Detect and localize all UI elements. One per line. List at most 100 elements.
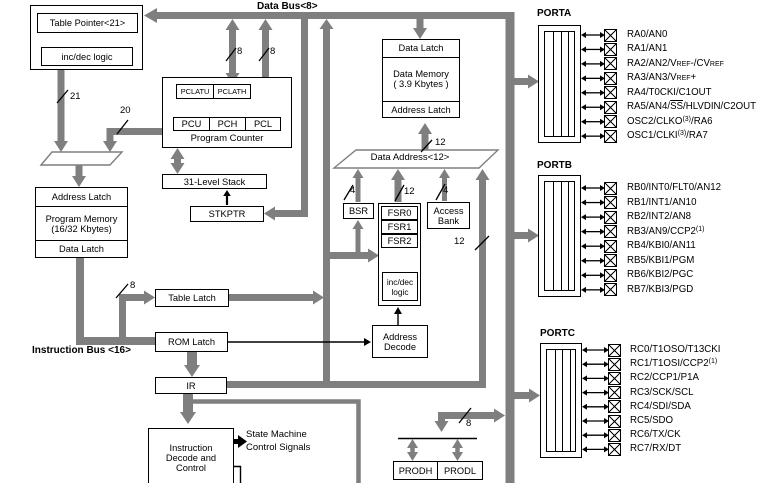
portc-pin-label-5: RC5/SDO bbox=[630, 415, 674, 426]
program-memory-mux bbox=[39, 151, 124, 166]
portb-pin-pad bbox=[604, 181, 617, 195]
porta-pin-arrow-2 bbox=[581, 60, 605, 67]
width-4-access-label: 4 bbox=[443, 185, 449, 196]
portc-register-line bbox=[562, 350, 564, 451]
prog-data-latch: Data Latch bbox=[36, 240, 127, 257]
portc-pin-arrow-2 bbox=[582, 375, 609, 382]
portb-pin-arrow-1 bbox=[581, 199, 605, 206]
portb-pin-pad bbox=[604, 268, 617, 282]
pclath-text: PCLATH bbox=[217, 86, 247, 96]
pclath-box: PCLATH bbox=[213, 84, 251, 99]
address-decode-box: Address Decode bbox=[372, 325, 428, 358]
width-12-ir-label: 12 bbox=[454, 236, 465, 247]
portc-pin-pad bbox=[608, 414, 621, 428]
fsr2-text: FSR2 bbox=[387, 236, 412, 246]
portb-pin-arrow-5 bbox=[581, 257, 605, 264]
portb-pin-label-1: RB1/INT1/AN10 bbox=[627, 196, 697, 208]
portb-pin-pad bbox=[604, 196, 617, 210]
instruction-decode-box: Instruction Decode and Control bbox=[148, 428, 234, 483]
porta-pin-label-2: RA2/AN2/VREF-/CVREF bbox=[627, 57, 724, 69]
porta-register-line bbox=[560, 32, 562, 136]
portb-pin-label-3: RB3/AN9/CCP2(1) bbox=[627, 225, 705, 237]
address-decode-text-1: Address bbox=[382, 331, 418, 342]
prog-memory-text-2: (16/32 Kbytes) bbox=[51, 223, 112, 234]
width-12-fsr-label: 12 bbox=[404, 186, 415, 197]
width-12-data-addr-label: 12 bbox=[435, 137, 446, 148]
porta-pin-arrow-7 bbox=[581, 133, 605, 140]
width-8-pclat-label: 8 bbox=[237, 46, 243, 57]
slash-12-ir bbox=[474, 235, 490, 251]
ram-in-arrow bbox=[413, 19, 427, 39]
porta-pin-label-3: RA3/AN3/VREF+ bbox=[627, 72, 697, 84]
porta-register-box bbox=[544, 31, 575, 137]
access-bank-out bbox=[439, 169, 450, 201]
ram-memory-text-2: ( 3.9 Kbytes ) bbox=[393, 79, 449, 90]
access-bank-box: Access Bank bbox=[427, 202, 470, 229]
data-address-label: Data Address<12> bbox=[370, 152, 450, 163]
fsr-inc-dec-text-1: inc/dec bbox=[386, 276, 414, 287]
porta-pin-label-4: RA4/T0CKI/C1OUT bbox=[627, 86, 712, 98]
ram-data-latch-text: Data Latch bbox=[398, 43, 444, 54]
pch-text: PCH bbox=[217, 119, 238, 129]
table-latch-out bbox=[229, 290, 324, 305]
porta-pin-arrow-1 bbox=[581, 46, 605, 53]
data-address-mux bbox=[332, 149, 500, 169]
program-counter-label: Program Counter bbox=[190, 133, 264, 144]
porta-pin-pad bbox=[604, 100, 617, 114]
fsr-inc-dec-text-2: logic bbox=[391, 286, 409, 297]
stkptr-text: STKPTR bbox=[208, 209, 246, 219]
portc-pin-label-7: RC7/RX/DT bbox=[630, 443, 682, 455]
porta-pin-arrow-0 bbox=[581, 32, 605, 38]
portb-pin-pad bbox=[604, 239, 617, 253]
portc-pin-label-4: RC4/SDI/SDA bbox=[630, 400, 691, 412]
address-decode-text-2: Decode bbox=[383, 341, 417, 352]
slash-4-access bbox=[435, 183, 446, 201]
ram-memory-text-1: Data Memory bbox=[393, 69, 449, 80]
portb-pin-arrow-2 bbox=[581, 214, 605, 221]
portc-pin-arrow-7 bbox=[582, 446, 609, 453]
ir-text: IR bbox=[186, 380, 196, 391]
bus1-to-stkptr bbox=[264, 19, 308, 221]
portb-pin-label-2: RB2/INT2/AN8 bbox=[627, 211, 692, 223]
width-8-pcl-label: 8 bbox=[270, 46, 276, 57]
slash-8-prod bbox=[458, 407, 472, 424]
rom-to-address-decode bbox=[228, 338, 371, 346]
instr-decode-text-1: Instruction bbox=[169, 443, 213, 453]
table-latch-box: Table Latch bbox=[155, 289, 229, 307]
prog-address-latch-text: Address Latch bbox=[51, 192, 112, 203]
portb-pin-label-7: RB7/KBI3/PGD bbox=[627, 283, 694, 295]
slash-12-fsr bbox=[394, 184, 405, 202]
stkptr-stack-arrow bbox=[223, 190, 231, 205]
fsr1-text: FSR1 bbox=[387, 222, 412, 232]
portb-pin-arrow-3 bbox=[581, 228, 605, 235]
slash-8-pclat bbox=[225, 47, 237, 62]
state-machine-label-1: State Machine bbox=[246, 429, 307, 440]
portb-pin-arrow-6 bbox=[581, 272, 605, 279]
portb-register-line bbox=[568, 182, 570, 290]
porta-pin-pad bbox=[604, 57, 617, 71]
fsr2-box: FSR2 bbox=[381, 234, 418, 248]
fsr-branch bbox=[330, 248, 379, 263]
porta-pin-pad bbox=[604, 28, 617, 42]
bsr-box: BSR bbox=[343, 203, 374, 219]
portc-register-line bbox=[554, 350, 556, 451]
stkptr-box: STKPTR bbox=[190, 206, 264, 222]
portc-pin-label-3: RC3/SCK/SCL bbox=[630, 386, 694, 398]
slash-20 bbox=[116, 119, 129, 135]
pin-label-over: SS bbox=[670, 101, 684, 113]
progmem-to-rom-latch bbox=[76, 258, 155, 345]
portc-register-box bbox=[546, 349, 576, 452]
portb-pin-arrow-7 bbox=[581, 286, 605, 293]
pin-label-sup: (1) bbox=[708, 358, 718, 366]
table-latch-text: Table Latch bbox=[168, 293, 216, 303]
pin-label-sub: REF bbox=[709, 60, 724, 68]
porta-pin-label-0: RA0/AN0 bbox=[627, 29, 668, 40]
access-bank-text-2: Bank bbox=[437, 215, 460, 226]
slash-8-table-latch bbox=[115, 283, 129, 299]
porta-pin-arrow-6 bbox=[581, 118, 605, 125]
state-machine-label-2: Control Signals bbox=[246, 442, 311, 453]
pch-box: PCH bbox=[209, 117, 246, 131]
porta-label: PORTA bbox=[537, 8, 572, 19]
portc-pin-arrow-0 bbox=[582, 347, 609, 353]
